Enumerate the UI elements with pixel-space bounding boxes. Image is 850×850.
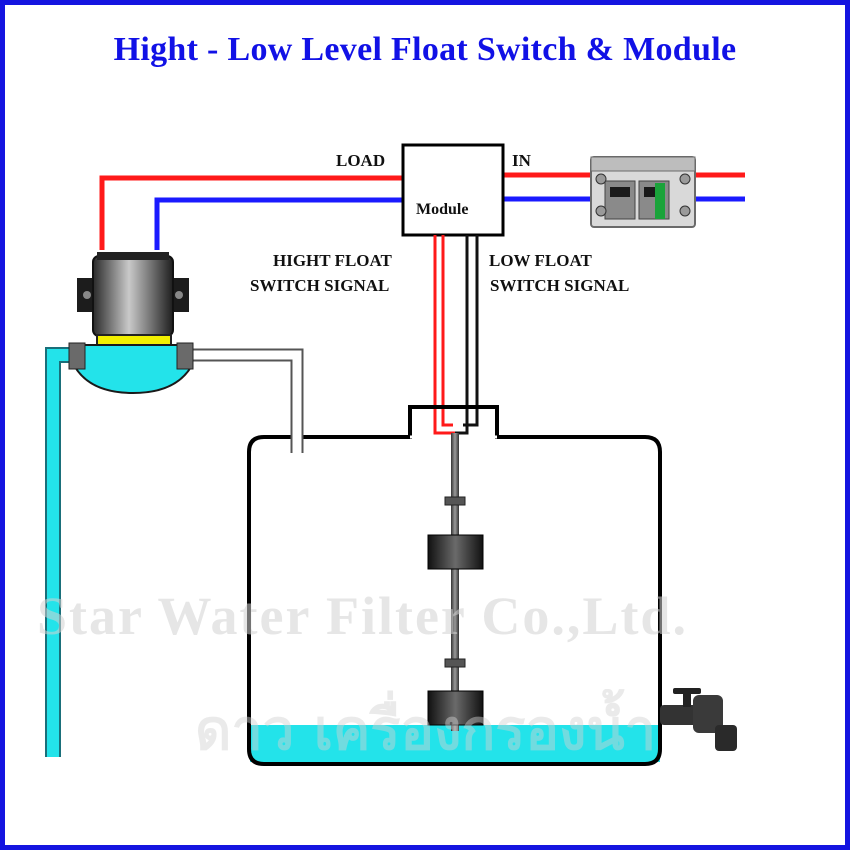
supply-wires [502,172,745,202]
module-label: Module [416,201,469,218]
signal-wires [433,235,479,435]
watermark-thai: ดาว เครื่องกรองน้ำ [195,698,657,763]
pump-icon [45,252,304,757]
float-switch-icon [427,433,484,731]
wiring-diagram [45,143,745,766]
load-label: LOAD [336,151,386,170]
watermark-english: Star Water Filter Co.,Ltd. [37,586,688,646]
low-float-label-line2: SWITCH SIGNAL [490,276,630,295]
high-float-label-line2: SWITCH SIGNAL [250,276,390,295]
low-float-label-line1: LOW FLOAT [489,251,592,270]
in-label: IN [512,151,531,170]
load-wires [99,175,402,250]
page-title: Hight - Low Level Float Switch & Module [113,31,737,68]
high-float-label-line1: HIGHT FLOAT [273,251,392,270]
module-box [401,143,505,237]
circuit-breaker-icon [590,156,696,228]
water-tank-icon [247,405,662,766]
faucet-icon [660,688,737,751]
